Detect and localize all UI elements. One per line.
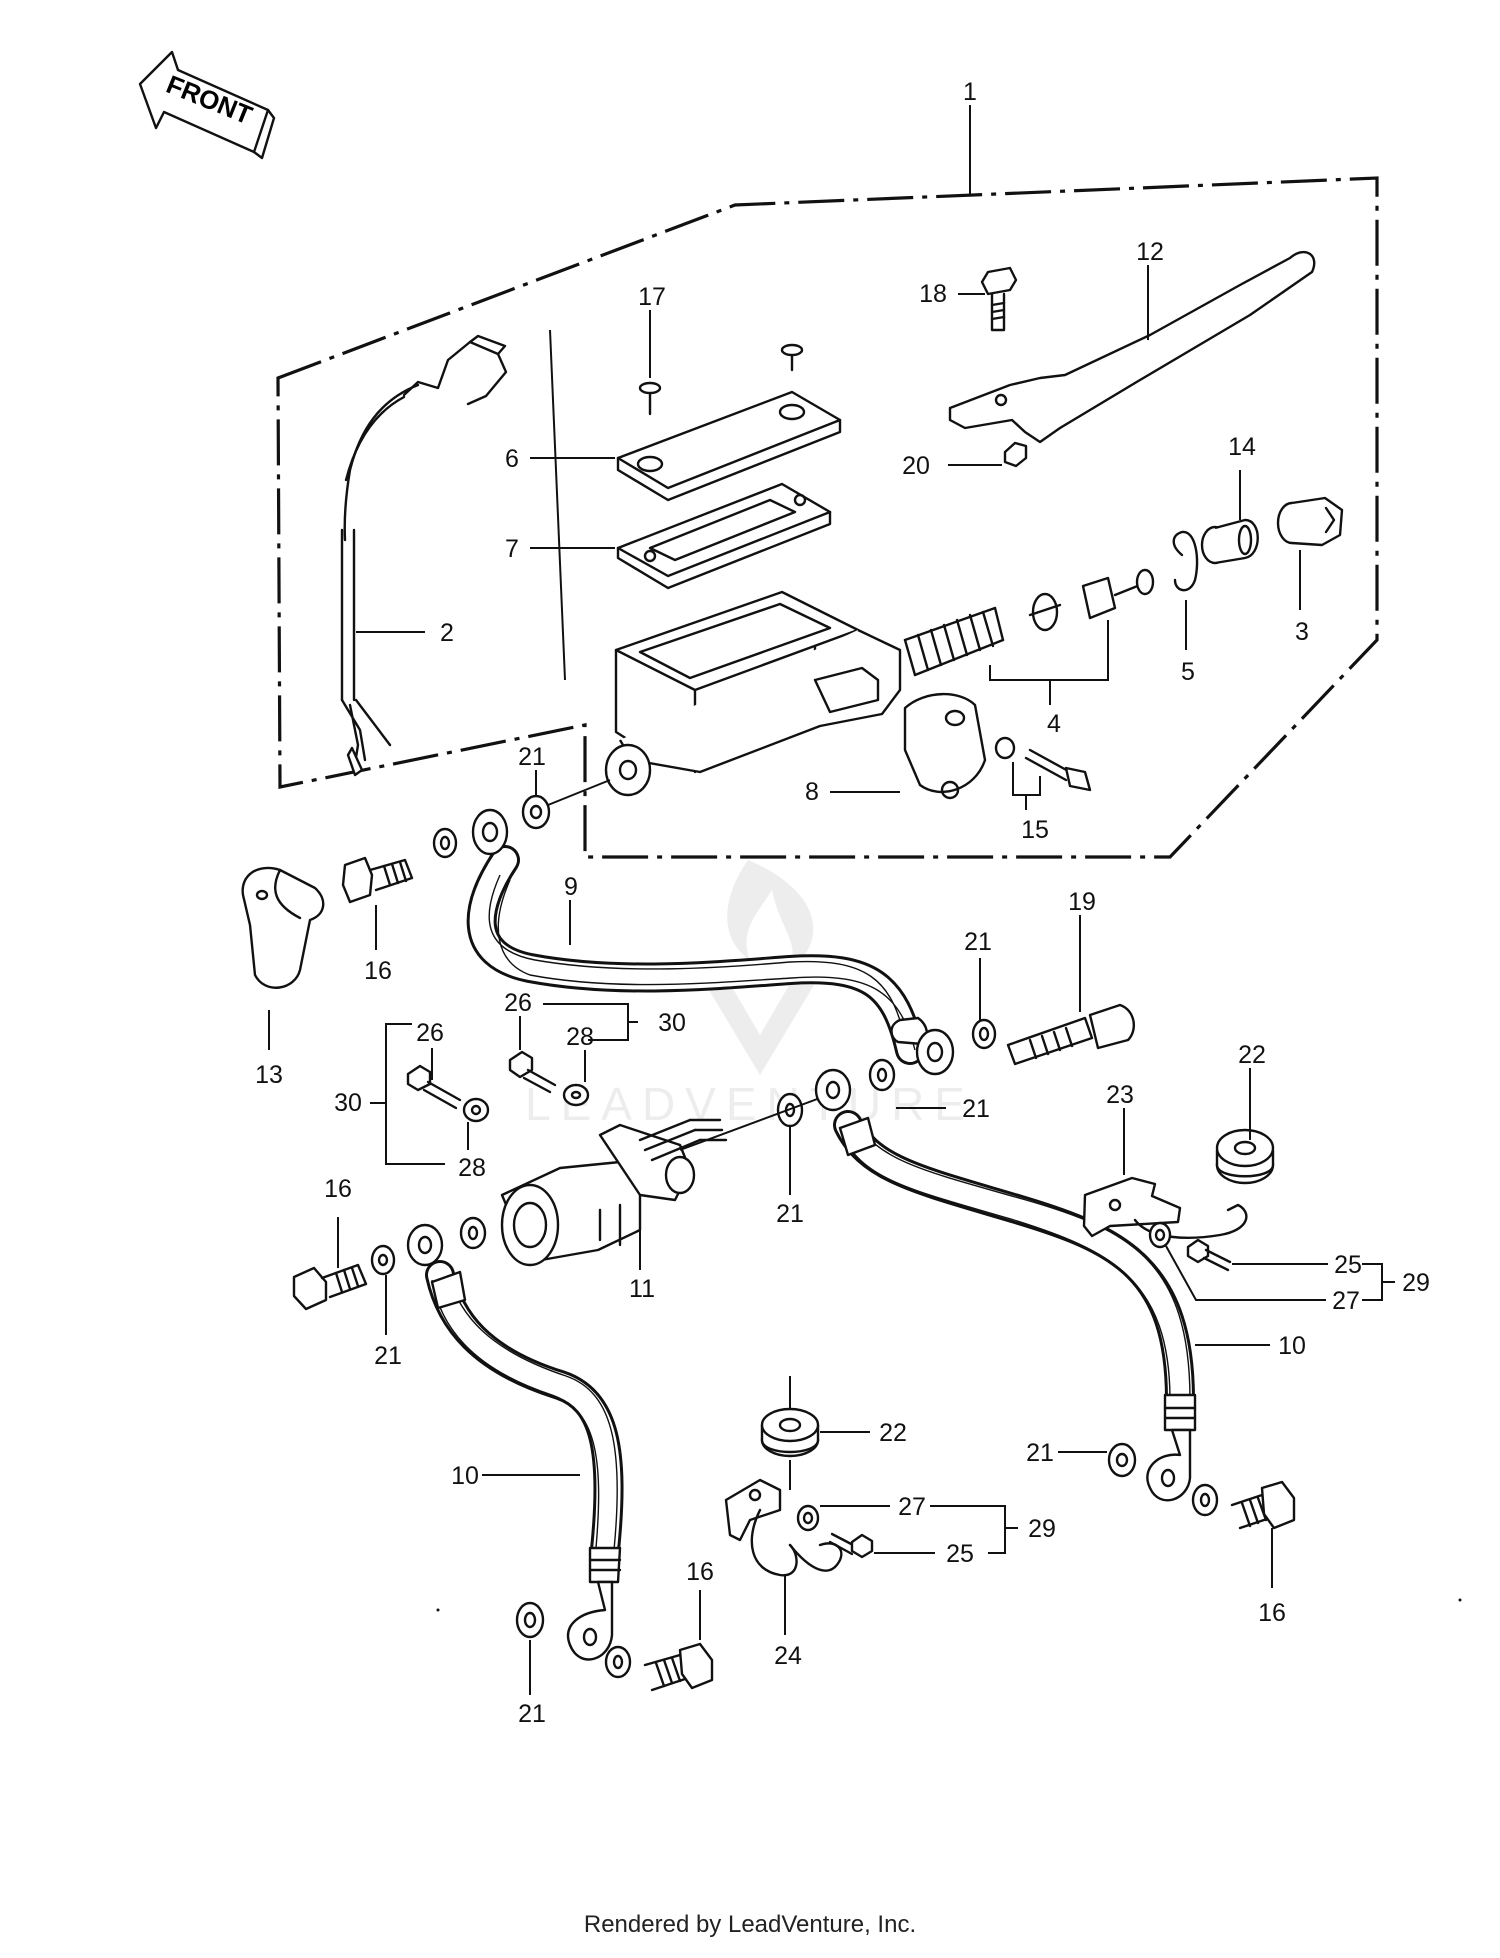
callout-3: 3 xyxy=(1295,618,1309,646)
callout-12: 12 xyxy=(1136,238,1164,266)
bracket-bolt-upper xyxy=(1186,1238,1232,1272)
reservoir-cap xyxy=(616,390,842,502)
union-bolt xyxy=(971,1003,1136,1066)
callout-18: 18 xyxy=(919,280,947,308)
credit-line: Rendered by LeadVenture, Inc. xyxy=(583,1911,917,1938)
callout-7: 7 xyxy=(505,535,519,563)
callout-16-left: 16 xyxy=(324,1175,352,1203)
assembly-boundary xyxy=(276,176,1379,859)
upper-banjo-bolt xyxy=(341,827,458,904)
callout-17: 17 xyxy=(638,283,666,311)
callout-16-upper: 16 xyxy=(364,957,392,985)
callout-27-lower: 27 xyxy=(898,1493,926,1521)
lever-pivot-bolt xyxy=(980,266,1018,332)
callout-26-left: 26 xyxy=(416,1019,444,1047)
callout-23: 23 xyxy=(1106,1081,1134,1109)
callout-26-upper: 26 xyxy=(504,989,532,1017)
bracket-bolt-lower xyxy=(828,1532,874,1559)
callout-6: 6 xyxy=(505,445,519,473)
bleeder-screw-upper xyxy=(508,1050,590,1107)
grommet-lower xyxy=(760,1407,820,1458)
master-cylinder-body xyxy=(604,590,987,800)
callout-10-right: 10 xyxy=(1278,1332,1306,1360)
clamp-bolt xyxy=(994,736,1092,792)
callout-30-left: 30 xyxy=(334,1089,362,1117)
callout-28-left: 28 xyxy=(458,1154,486,1182)
piston-assembly xyxy=(903,568,1155,677)
upper-hose xyxy=(466,808,955,1076)
callout-1: 1 xyxy=(963,78,977,106)
dust-seal xyxy=(1200,518,1259,565)
callout-11: 11 xyxy=(629,1275,655,1303)
hose-bracket-lower xyxy=(724,1478,843,1577)
three-way-joint xyxy=(500,1118,728,1267)
callout-22-lower: 22 xyxy=(879,1419,907,1447)
left-hose xyxy=(406,1223,624,1661)
callout-15: 15 xyxy=(1021,816,1049,844)
callout-16-lower-left: 16 xyxy=(686,1558,714,1586)
callout-30-upper: 30 xyxy=(658,1009,686,1037)
callout-14: 14 xyxy=(1228,433,1256,461)
callout-21-b: 21 xyxy=(964,928,992,956)
callout-20: 20 xyxy=(902,452,930,480)
circlip xyxy=(1172,530,1199,592)
callout-25-upper: 25 xyxy=(1334,1251,1362,1279)
brake-light-switch xyxy=(340,334,508,777)
cap-screw xyxy=(638,343,804,416)
callout-21-c: 21 xyxy=(374,1342,402,1370)
callout-4: 4 xyxy=(1047,710,1061,738)
callout-21-g: 21 xyxy=(1026,1439,1054,1467)
callout-10-left: 10 xyxy=(451,1462,479,1490)
lower-right-banjo-bolt xyxy=(1230,1480,1296,1530)
callout-22-upper: 22 xyxy=(1238,1041,1266,1069)
callout-2: 2 xyxy=(440,619,454,647)
clutch-lever xyxy=(948,251,1316,444)
callout-29-upper: 29 xyxy=(1402,1269,1430,1297)
callout-27-upper: 27 xyxy=(1332,1287,1360,1315)
reservoir-diaphragm xyxy=(616,482,832,590)
callout-28-upper: 28 xyxy=(566,1023,594,1051)
callout-8: 8 xyxy=(805,778,819,806)
callout-21-e: 21 xyxy=(962,1095,990,1123)
front-arrow: FRONT xyxy=(138,50,276,160)
callout-24: 24 xyxy=(774,1642,802,1670)
left-banjo-bolt xyxy=(292,1263,368,1311)
callout-25-lower: 25 xyxy=(946,1540,974,1568)
watermark-text: LEADVENTURE xyxy=(525,1078,975,1130)
pushrod-boot xyxy=(1276,496,1344,547)
bleeder-cap xyxy=(241,866,325,989)
watermark-logo: LEADVENTURE xyxy=(525,860,975,1130)
callout-19: 19 xyxy=(1068,888,1096,916)
callout-9: 9 xyxy=(564,873,578,901)
lower-left-banjo-bolt xyxy=(643,1642,714,1692)
callout-5: 5 xyxy=(1181,658,1195,686)
callout-21-a: 21 xyxy=(518,743,546,771)
callout-21-d: 21 xyxy=(776,1200,804,1228)
pivot-nut xyxy=(1003,441,1028,468)
right-hose xyxy=(814,1068,1197,1502)
bleeder-screw-left xyxy=(406,1064,490,1123)
callout-16-lower-right: 16 xyxy=(1258,1599,1286,1627)
callout-21-f: 21 xyxy=(518,1700,546,1728)
grommet-upper xyxy=(1215,1128,1275,1185)
callout-13: 13 xyxy=(255,1061,283,1089)
callout-29-lower: 29 xyxy=(1028,1515,1056,1543)
